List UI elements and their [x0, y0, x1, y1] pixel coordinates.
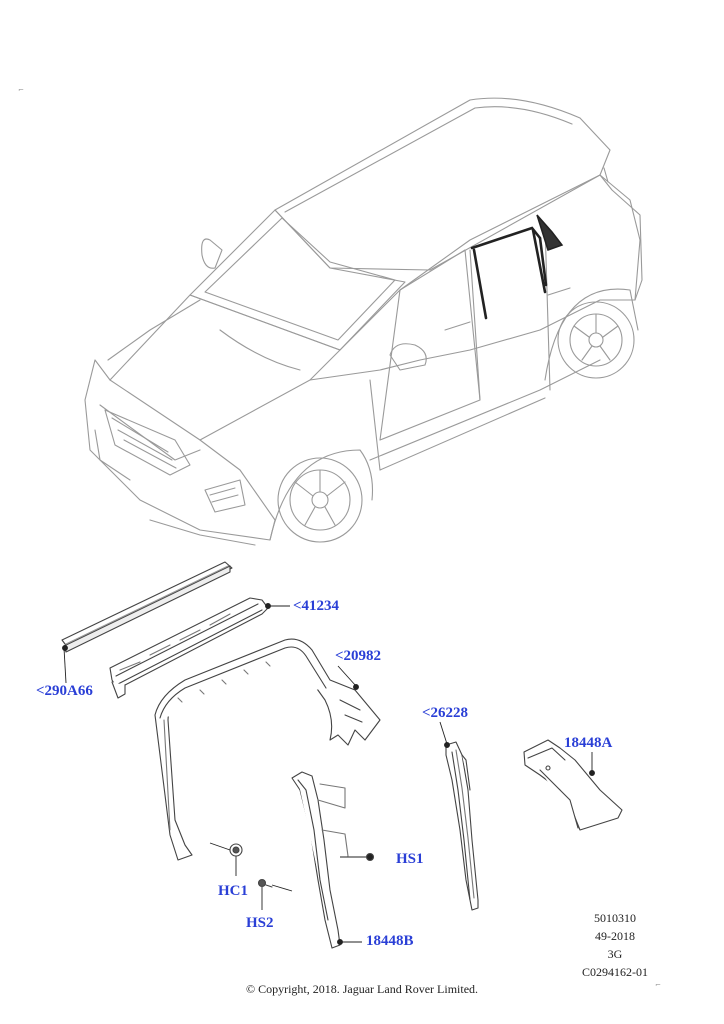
callout-hc1[interactable]: HC1: [218, 883, 248, 899]
part-26228: [445, 741, 479, 911]
part-hc1-clip: [229, 843, 243, 857]
corner-mark-bottom-right: ⌐: [655, 981, 661, 989]
leader-lines: [62, 603, 595, 945]
reference-date: 49-2018: [595, 929, 635, 943]
callout-290a66[interactable]: <290A66: [36, 683, 93, 699]
part-hs2-screw: [257, 878, 273, 888]
callout-hs1[interactable]: HS1: [396, 851, 424, 867]
parts-group: [61, 561, 623, 949]
reference-catalog: C0294162-01: [582, 965, 648, 979]
highlighted-window-seals: [470, 226, 548, 320]
callout-18448a[interactable]: 18448A: [564, 735, 613, 751]
highlighted-quarter-glass: [536, 214, 564, 251]
part-41234: [109, 597, 269, 699]
part-20982: [154, 638, 381, 861]
copyright-notice: © Copyright, 2018. Jaguar Land Rover Lim…: [245, 982, 479, 996]
callout-hs2[interactable]: HS2: [246, 915, 274, 931]
reference-code: 5010310: [594, 911, 636, 925]
reference-revision: 3G: [607, 947, 623, 961]
callout-18448b[interactable]: 18448B: [366, 933, 414, 949]
vehicle-illustration: [84, 97, 643, 546]
corner-mark-top-left: ⌐: [18, 86, 24, 94]
callout-20982[interactable]: <20982: [335, 648, 382, 664]
callout-26228[interactable]: <26228: [422, 705, 469, 721]
part-18448a: [523, 739, 623, 831]
part-18448b: [291, 771, 349, 949]
callout-41234[interactable]: <41234: [293, 598, 340, 614]
